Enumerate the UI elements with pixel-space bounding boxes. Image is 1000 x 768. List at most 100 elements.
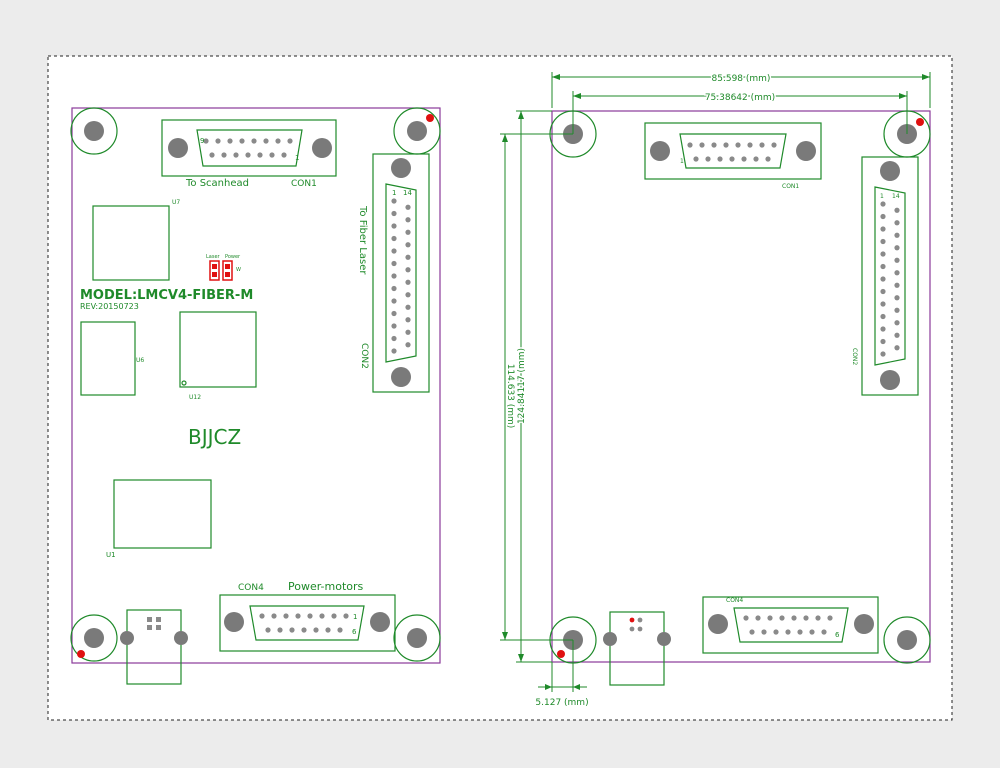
connector-pin bbox=[880, 313, 886, 320]
connector-pin bbox=[405, 229, 411, 235]
chip-pin1-dot bbox=[181, 380, 187, 386]
connector-pin bbox=[289, 627, 295, 633]
con1-ref: CON1 bbox=[782, 183, 799, 190]
led-label-w: W bbox=[236, 267, 241, 273]
connector-pin bbox=[301, 627, 307, 633]
connector-pin bbox=[894, 282, 900, 288]
connector-pin bbox=[767, 615, 773, 621]
pin-label: 1 bbox=[353, 613, 357, 621]
connector-pin bbox=[283, 613, 289, 619]
u1-ref: U1 bbox=[106, 551, 116, 559]
usb-pin bbox=[147, 617, 152, 622]
d-shell bbox=[196, 129, 303, 167]
connector-pin bbox=[771, 142, 777, 148]
connector-screw bbox=[854, 614, 874, 634]
usb-pin bbox=[156, 625, 161, 630]
dimension-lines bbox=[500, 72, 931, 692]
led-label-laser: Laser bbox=[206, 254, 221, 260]
left-board: 9 1 To Scanhead CON1 1 14 To Fiber Laser… bbox=[70, 107, 441, 685]
led-pad bbox=[225, 272, 230, 277]
connector-pin bbox=[894, 345, 900, 351]
left-con4-connector: CON4 Power-motors 6 1 bbox=[219, 580, 396, 652]
mount-hole-ring bbox=[70, 107, 118, 155]
connector-pin bbox=[735, 142, 741, 148]
dim-arrow bbox=[502, 134, 508, 142]
mount-hole bbox=[407, 628, 427, 648]
connector-pin bbox=[755, 615, 761, 621]
pin-label: 6 bbox=[352, 628, 357, 636]
usb-tab bbox=[174, 631, 188, 645]
brand-label: BJJCZ bbox=[188, 425, 241, 449]
d-shell bbox=[733, 607, 849, 643]
right-board: 1 CON1 1 14 CON2 CON4 6 bbox=[500, 72, 931, 708]
usb-pin bbox=[156, 617, 161, 622]
revision-label: REV:20150723 bbox=[80, 302, 139, 311]
connector-pin bbox=[337, 627, 343, 633]
connector-body bbox=[219, 594, 396, 652]
dim-height-outer-label: 124.84117 (mm) bbox=[517, 348, 527, 424]
connector-pin bbox=[391, 310, 397, 317]
led-laser bbox=[209, 260, 220, 281]
connector-pin bbox=[821, 629, 827, 635]
connector-pin bbox=[251, 138, 257, 144]
dim-arrow bbox=[573, 684, 580, 690]
chip-outline bbox=[113, 479, 212, 549]
connector-pin bbox=[894, 332, 900, 338]
usb-pin bbox=[629, 617, 635, 623]
connector-screw bbox=[708, 614, 728, 634]
dim-arrow bbox=[899, 93, 907, 99]
connector-screw bbox=[880, 161, 900, 181]
pin-label: 14 bbox=[892, 193, 900, 200]
led-power bbox=[222, 260, 233, 281]
pin1-marker bbox=[916, 118, 924, 126]
connector-pin bbox=[391, 323, 397, 329]
connector-body bbox=[372, 153, 430, 393]
con1-label: To Scanhead bbox=[185, 178, 249, 189]
connector-pin bbox=[271, 613, 277, 619]
connector-pin bbox=[391, 260, 397, 267]
connector-pin bbox=[391, 285, 397, 292]
connector-pin bbox=[405, 342, 411, 348]
led-label-power: Power bbox=[225, 254, 241, 260]
connector-pin bbox=[880, 251, 886, 257]
connector-pin bbox=[785, 629, 791, 635]
d-shell bbox=[679, 133, 787, 169]
pin-label: 1 bbox=[295, 154, 299, 162]
connector-pin bbox=[880, 226, 886, 232]
pin-label: 1 bbox=[680, 158, 684, 165]
connector-pin bbox=[815, 615, 821, 621]
connector-screw bbox=[391, 367, 411, 387]
left-u6-chip: U6 bbox=[80, 321, 144, 396]
dim-arrow bbox=[518, 111, 524, 119]
dim-height-inner-label: 114.633 (mm) bbox=[505, 364, 515, 429]
connector-pin bbox=[313, 627, 319, 633]
connector-pin bbox=[405, 292, 411, 298]
connector-pin bbox=[894, 207, 900, 213]
connector-screw bbox=[880, 370, 900, 390]
connector-body bbox=[644, 122, 822, 180]
connector-pin bbox=[405, 204, 411, 210]
connector-pins bbox=[259, 613, 349, 633]
connector-pin bbox=[894, 320, 900, 326]
u6-ref: U6 bbox=[136, 357, 144, 364]
connector-pin bbox=[295, 613, 301, 619]
connector-screw bbox=[224, 612, 244, 632]
connector-pin bbox=[809, 629, 815, 635]
connector-pin bbox=[711, 142, 717, 148]
connector-pin bbox=[209, 152, 215, 158]
con1-ref: CON1 bbox=[291, 179, 317, 189]
con4-ref: CON4 bbox=[238, 583, 264, 593]
connector-pin bbox=[227, 138, 233, 144]
con2-ref: CON2 bbox=[851, 348, 858, 365]
pin1-marker bbox=[426, 114, 434, 122]
connector-pin bbox=[391, 273, 397, 279]
connector-pin bbox=[894, 257, 900, 263]
pin-label: 6 bbox=[835, 631, 840, 639]
connector-pin bbox=[880, 213, 886, 220]
connector-pin bbox=[391, 210, 397, 217]
connector-pin bbox=[307, 613, 313, 619]
connector-pin bbox=[405, 267, 411, 273]
right-usb-connector bbox=[603, 611, 671, 686]
connector-pin bbox=[894, 232, 900, 238]
